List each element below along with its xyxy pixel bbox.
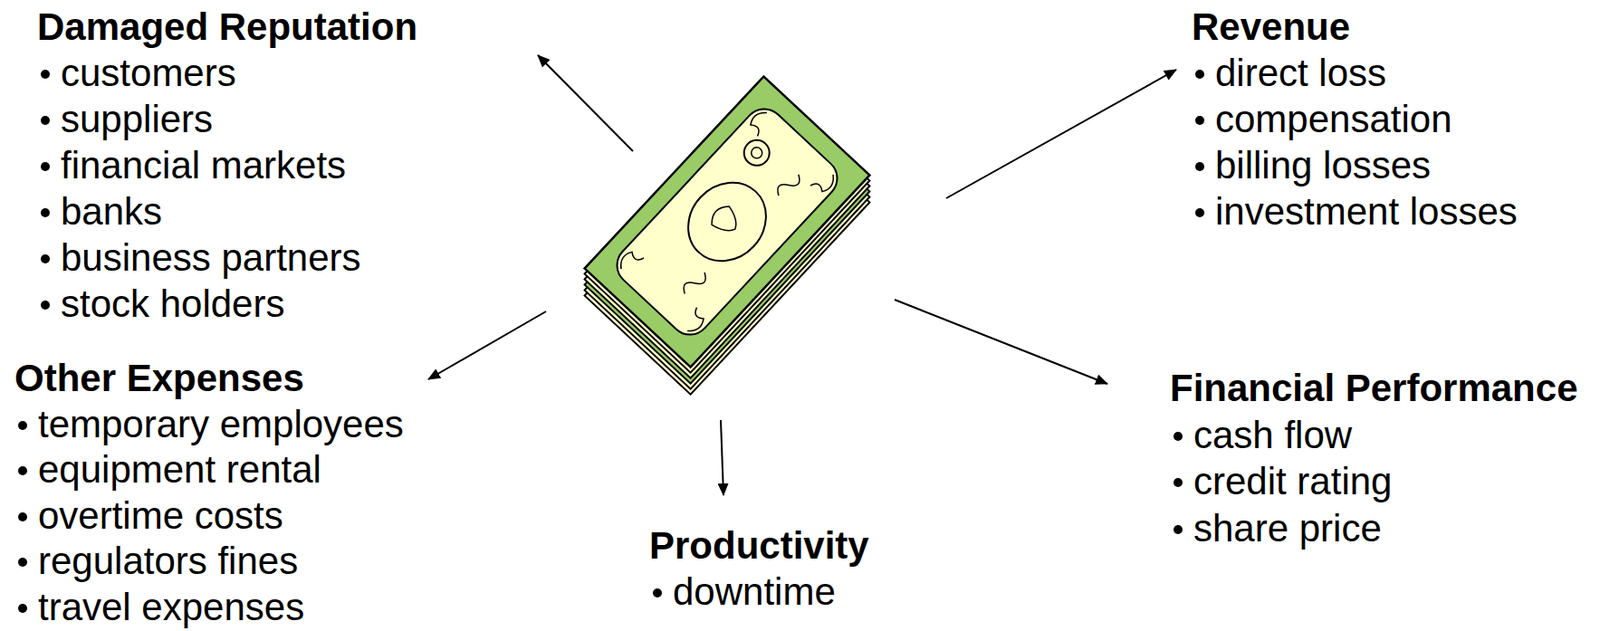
bill-face [608,100,845,343]
list-item: investment losses [1215,188,1518,236]
list-item: customers [60,49,237,97]
group-heading: Financial Performance [1169,364,1579,412]
arrow-line [946,69,1177,199]
list-item: travel expenses [38,584,305,631]
item-text: suppliers [60,97,213,141]
bullet-dot [1195,208,1205,218]
bullet-dot [18,466,28,476]
heading-text: Other Expenses [14,356,305,400]
top-bill [584,76,871,367]
ornament [616,247,644,276]
seal-inner [748,144,765,161]
heading-text: Damaged Reputation [37,5,418,48]
bullet-dot [1173,431,1183,441]
list-item: overtime costs [38,492,284,540]
item-text: banks [60,190,163,233]
item-text: stock holders [60,282,285,326]
heading-text: Productivity [649,524,870,567]
arrow-line [720,420,724,496]
bullet-dot [40,254,50,264]
seal [738,134,776,172]
group-heading: Revenue [1191,3,1351,51]
bullet-dot [18,421,28,431]
list-item: billing losses [1215,142,1431,190]
ornament [680,268,709,298]
item-text: overtime costs [38,494,284,537]
bullet-dot [40,208,50,218]
group-heading: Productivity [649,522,870,570]
list-item: financial markets [60,142,346,190]
bullet-dot [40,162,50,172]
item-text: investment losses [1215,190,1518,233]
arrow-line [428,311,547,380]
heading-text: Revenue [1191,5,1351,48]
item-text: travel expenses [38,585,305,629]
list-item: banks [60,188,163,236]
bullet-dot [1195,69,1205,79]
ornament [774,170,804,201]
item-text: financial markets [60,143,346,187]
bullet-dot [40,69,50,79]
group-heading: Other Expenses [14,354,305,403]
item-text: compensation [1215,97,1453,141]
item-text: equipment rental [38,448,322,491]
item-text: temporary employees [38,402,404,446]
item-text: downtime [672,570,836,614]
item-text: billing losses [1215,143,1431,187]
item-text: business partners [60,236,362,279]
group-heading: Damaged Reputation [37,3,418,51]
bullet-dot [652,588,662,598]
item-text: regulators fines [38,539,298,583]
item-text: credit rating [1193,459,1392,503]
bullet-dot [40,300,50,310]
list-item: cash flow [1193,411,1352,460]
arrow-line [537,55,633,152]
list-item: compensation [1215,95,1453,144]
list-item: downtime [672,568,836,616]
ornament [680,307,709,336]
item-text: share price [1193,507,1382,550]
ornament [746,108,774,137]
portrait-oval [671,166,782,278]
list-item: temporary employees [38,401,404,449]
arrow-line [894,299,1108,384]
bullet-dot [1173,525,1183,535]
bullet-dot [1173,478,1183,488]
item-text: customers [60,51,237,95]
item-text: cash flow [1193,413,1352,457]
heading-text: Financial Performance [1169,366,1579,410]
bullet-dot [18,512,28,522]
portrait [707,201,744,239]
bullet-dot [18,603,28,614]
bullet-dot [1195,162,1205,172]
list-item: credit rating [1193,458,1392,506]
bullet-dot [1195,115,1205,125]
ornament [810,168,838,197]
list-item: stock holders [60,280,285,328]
money-stack [584,76,871,394]
list-item: business partners [60,234,362,282]
bullet-dot [40,115,50,125]
bill-border [584,76,871,367]
item-text: direct loss [1215,51,1387,95]
bullet-dot [18,557,28,567]
list-item: direct loss [1215,49,1387,97]
list-item: share price [1193,505,1382,553]
list-item: regulators fines [38,537,298,585]
list-item: suppliers [60,95,213,144]
list-item: equipment rental [38,446,322,494]
